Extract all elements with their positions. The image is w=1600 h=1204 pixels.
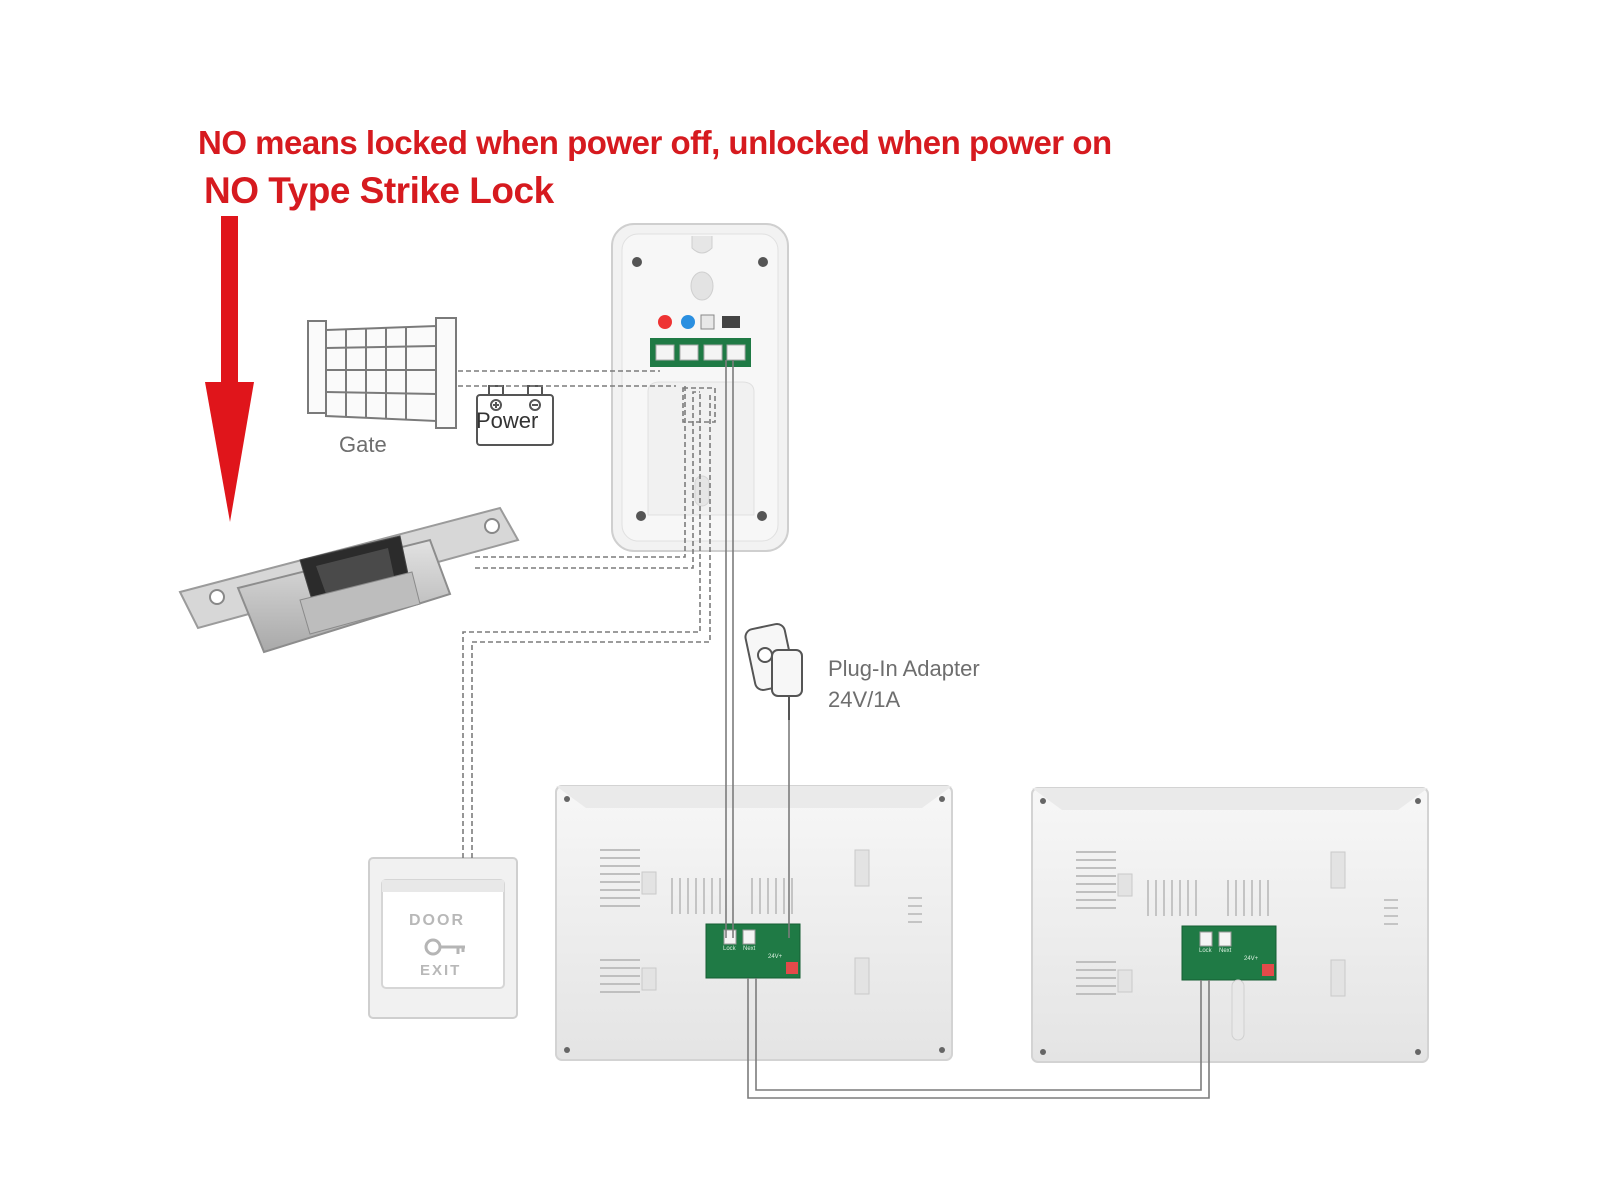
battery-power-icon	[476, 385, 554, 446]
key-icon	[424, 938, 465, 956]
monitor1-terminal-24v: 24V+	[768, 954, 783, 960]
strike-lock	[178, 506, 520, 654]
power-label: Power	[476, 408, 539, 433]
monitor2-terminal-lock: Lock	[1199, 948, 1212, 954]
adapter-label-line1: Plug-In Adapter	[828, 656, 980, 681]
plug-in-adapter-icon	[744, 623, 803, 720]
indoor-monitor-2	[1031, 787, 1429, 1063]
monitor2-terminal-next: Next	[1219, 948, 1232, 954]
exit-button-exit-text: EXIT	[420, 962, 462, 979]
door-exit-button	[368, 857, 518, 1019]
down-arrow-icon	[205, 216, 254, 522]
gate-label: Gate	[339, 432, 387, 457]
indoor-monitor-1	[555, 785, 953, 1061]
monitor2-terminal-24v: 24V+	[1244, 956, 1259, 962]
exit-button-door-text: DOOR	[409, 912, 465, 929]
monitor1-terminal-lock: Lock	[723, 946, 736, 952]
headline-no-explanation: NO means locked when power off, unlocked…	[198, 124, 1112, 161]
monitor1-terminal-next: Next	[743, 946, 756, 952]
adapter-label-line2: 24V/1A	[828, 687, 901, 712]
wiring	[458, 360, 1210, 1099]
gate-icon	[307, 317, 457, 429]
adapter-label: Plug-In Adapter 24V/1A	[828, 653, 980, 715]
headline-lock-type: NO Type Strike Lock	[204, 170, 554, 211]
